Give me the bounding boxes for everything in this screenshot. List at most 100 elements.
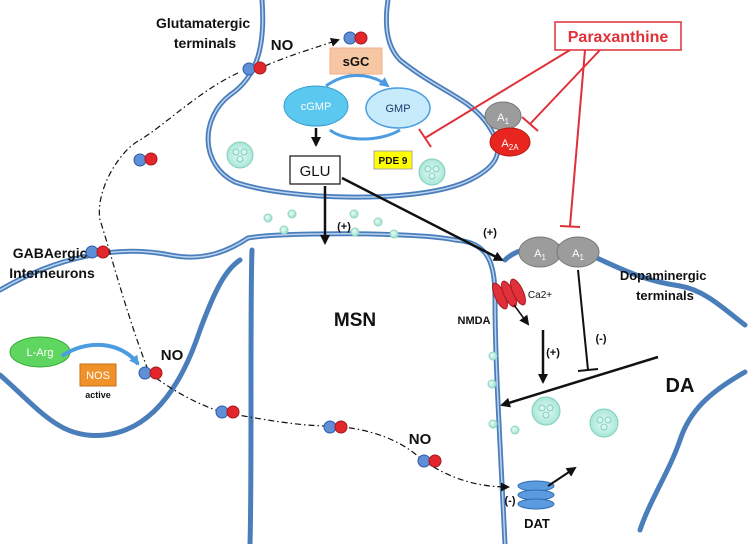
vesicle-dot — [240, 148, 248, 156]
a2a-label: A2A — [501, 138, 519, 152]
a1-receptor-da-right — [556, 236, 600, 268]
gabaergic-label-line2: Interneurons — [9, 265, 95, 281]
glutamate-dot — [263, 213, 273, 223]
glu-to-nmda-arrow — [341, 176, 504, 262]
no-left-label: NO — [161, 347, 184, 364]
da-plus-label: (+) — [546, 347, 560, 359]
glutamatergic-label-line1: Glutamatergic — [156, 15, 250, 31]
dopaminergic-terminals-label: Dopaminergic terminals — [620, 268, 710, 303]
da-release-arrow — [500, 355, 659, 408]
vesicle-dot — [236, 155, 244, 163]
no-molecule — [323, 420, 348, 434]
nos-group: NOS active — [79, 363, 117, 400]
glu-box — [289, 155, 341, 185]
dat-subunit — [517, 498, 555, 510]
glutamate-dot — [287, 209, 297, 219]
no-path-down — [155, 377, 510, 492]
no-top-label: NO — [271, 37, 294, 54]
gmp-to-cgmp-arrow — [329, 128, 401, 141]
sgc-label: sGC — [343, 54, 370, 69]
a1-minus-label: (-) — [596, 333, 607, 345]
sgc-group: sGC — [329, 47, 383, 75]
no-molecule — [85, 245, 110, 259]
a1-da-left-label: A1 — [534, 248, 546, 262]
glutamatergic-label-line2: terminals — [174, 35, 236, 51]
ca2-label: Ca2+ — [528, 290, 552, 301]
sgc-box — [329, 47, 383, 75]
glutamate-dot — [488, 351, 498, 361]
a1-to-da-inhibit-line — [577, 269, 589, 371]
vesicle-dot — [596, 416, 604, 424]
pde9-label: PDE 9 — [379, 156, 408, 167]
cleft-glutamate-dots — [263, 209, 520, 435]
paraxanthine-group: Paraxanthine — [418, 21, 682, 228]
glutamatergic-terminal-membrane-inner — [207, 0, 499, 198]
larg-label: L-Arg — [27, 347, 54, 359]
pde9-group: PDE 9 — [373, 150, 413, 170]
paraxanthine-label: Paraxanthine — [568, 29, 669, 46]
paraxanthine-box — [554, 21, 682, 51]
glutamate-dot — [487, 379, 497, 389]
inhibit-line-a2a — [529, 49, 601, 125]
cgmp-to-gmp-arrow — [325, 74, 390, 88]
vesicle-dot — [604, 416, 612, 424]
msn-label: MSN — [334, 310, 376, 331]
dat-label: DAT — [524, 516, 550, 531]
no-molecule — [242, 61, 267, 76]
gmp-label: GMP — [385, 103, 410, 115]
vesicle-dot — [546, 404, 554, 412]
msn-dendrite-membrane — [247, 247, 255, 547]
da-vesicles — [531, 396, 619, 438]
no-molecule — [417, 454, 442, 468]
vesicle-dot — [432, 165, 440, 173]
dopaminergic-label-line2: terminals — [636, 288, 694, 303]
a1-top-label: A1 — [497, 112, 509, 126]
no-molecule — [343, 31, 368, 45]
no-molecule — [138, 366, 163, 380]
dat-minus-label: (-) — [505, 495, 516, 507]
no-molecule — [215, 405, 240, 419]
glutamate-dot — [488, 419, 498, 429]
cgmp-label: cGMP — [301, 101, 332, 113]
glutamate-dot — [349, 209, 359, 219]
no-path-to-sgc — [264, 38, 340, 67]
vesicle-dot — [600, 423, 608, 431]
dat-reuptake-arrow — [547, 466, 577, 487]
cgmp-cycle: cGMP GMP — [283, 74, 431, 141]
dopaminergic-label-line1: Dopaminergic — [620, 268, 707, 283]
inhibit-line-a1-da — [569, 49, 586, 227]
nmda-subunit — [510, 278, 526, 306]
nos-label: NOS — [86, 370, 110, 382]
larg-group: L-Arg — [9, 336, 71, 368]
inhibit-cap-a1-da — [559, 225, 581, 228]
vesicle — [418, 158, 446, 186]
gabaergic-interneuron-membrane — [0, 257, 243, 439]
inhibit-line-pde9 — [424, 49, 571, 139]
paraxanthine-inhibition-lines — [418, 49, 601, 228]
no-molecule — [133, 152, 158, 167]
da-label: DA — [666, 375, 695, 397]
glu-vesicles — [226, 141, 446, 186]
vesicle — [226, 141, 254, 169]
nmda-plus-label: (+) — [483, 227, 497, 239]
larg-to-no-arrow — [60, 342, 140, 366]
glutamate-dot — [373, 217, 383, 227]
glutamate-dot — [279, 225, 289, 235]
glu-label: GLU — [300, 163, 331, 180]
vesicle — [589, 408, 619, 438]
no-path-up — [98, 71, 241, 371]
a1-to-da-inhibit-cap — [577, 368, 599, 372]
no-diffusion-paths — [98, 38, 510, 492]
vesicle — [531, 396, 561, 426]
glu-group: GLU — [289, 128, 341, 185]
nos-active-label: active — [85, 390, 111, 400]
cgmp-ellipse — [283, 85, 349, 127]
glu-plus-label: (+) — [337, 221, 351, 233]
gmp-ellipse — [365, 87, 431, 129]
a1-da-right-label: A1 — [572, 248, 584, 262]
inhibit-cap-a2a — [521, 116, 539, 132]
no-bottom-label: NO — [409, 431, 432, 448]
top-adenosine-receptors: A1 A2A — [484, 101, 531, 157]
